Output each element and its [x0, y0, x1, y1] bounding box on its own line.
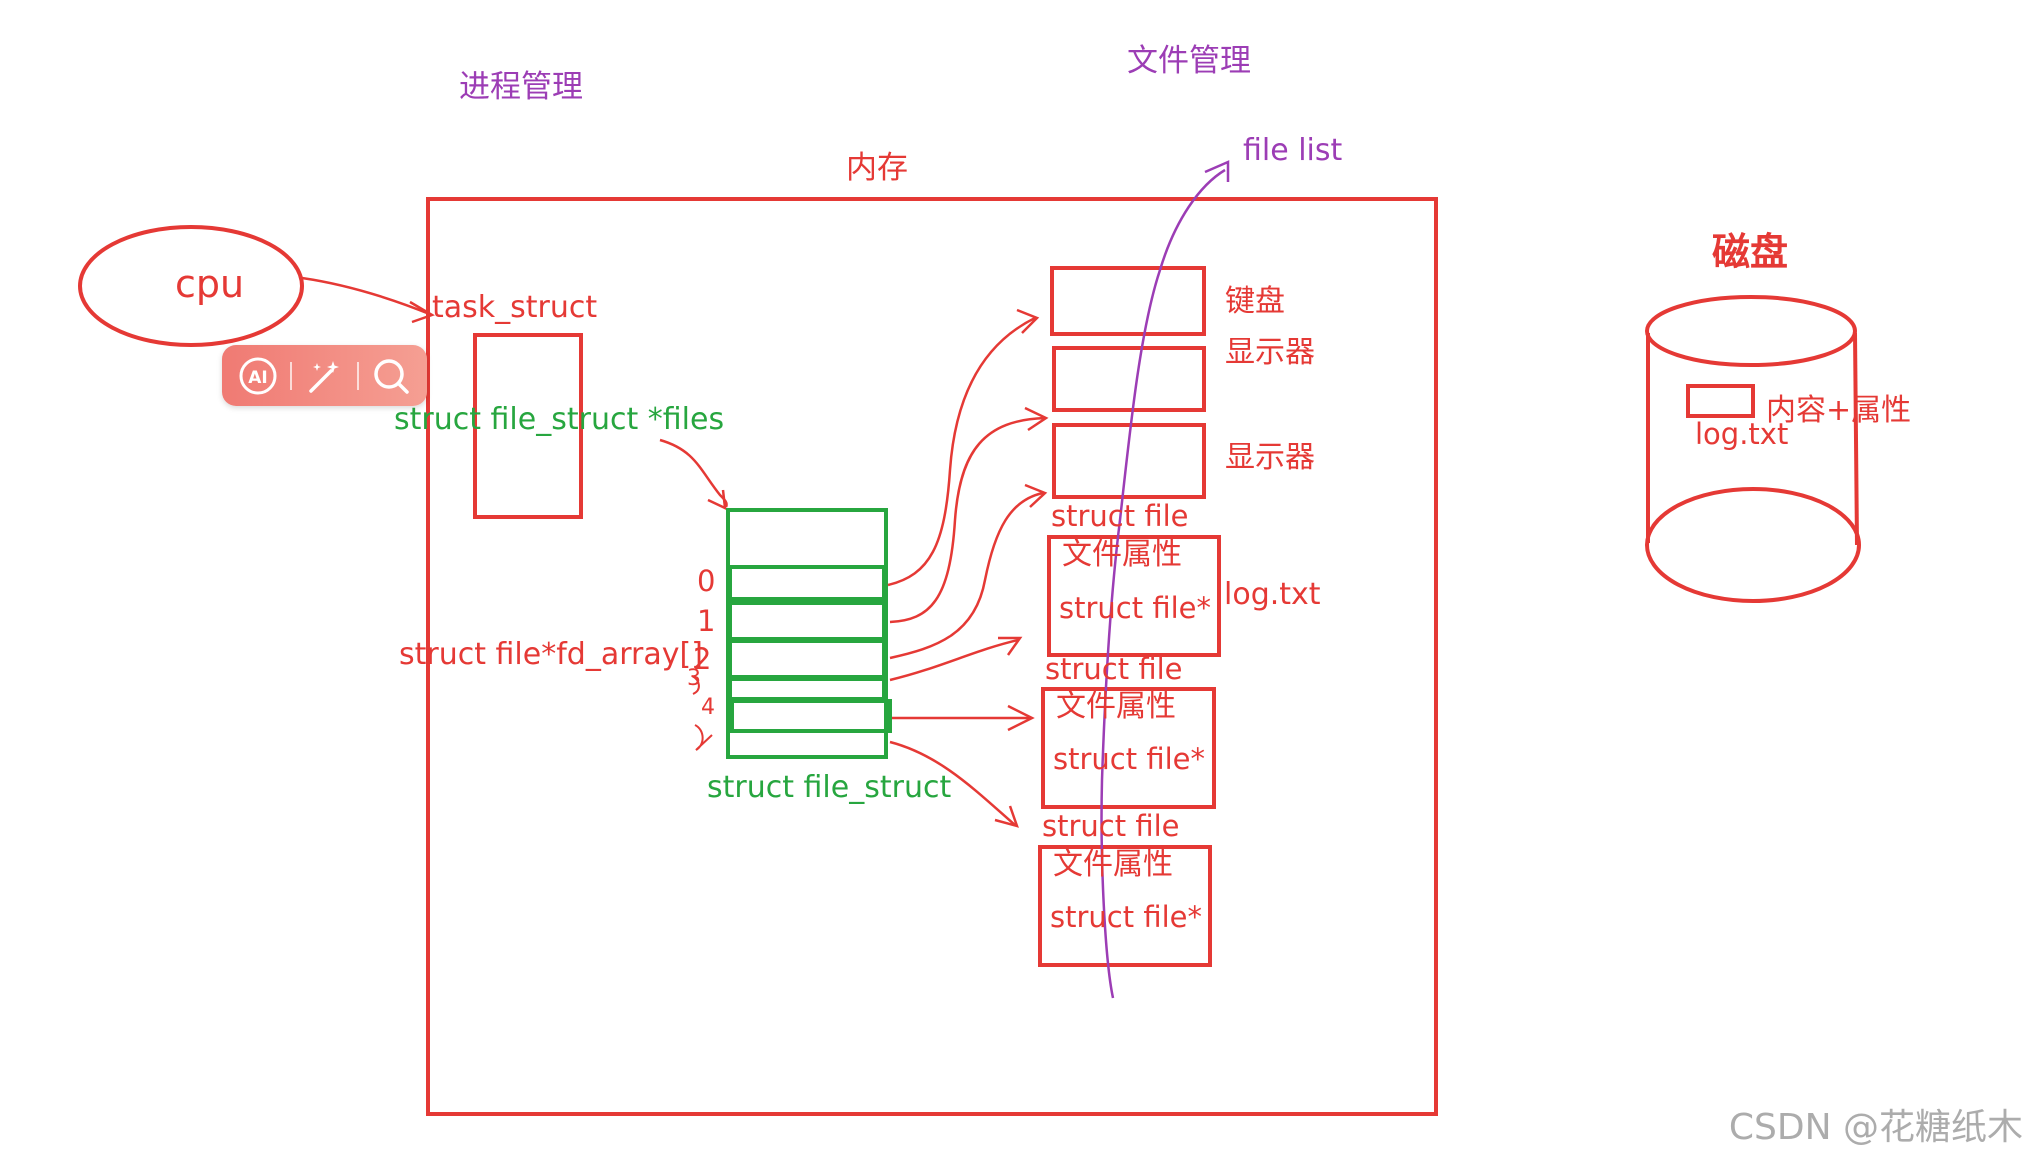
file-attr-label-1: 文件属性	[1062, 537, 1182, 572]
struct-file-box-2	[1041, 687, 1216, 809]
fd-bracket-mark	[691, 675, 713, 751]
search-icon[interactable]	[367, 352, 415, 400]
struct-file-ptr-1: struct file*	[1059, 591, 1211, 625]
fd-slot-4	[730, 699, 892, 733]
fd1-to-display1-arrow	[889, 416, 1046, 624]
fd-slot-3	[728, 677, 886, 701]
memory-box	[426, 197, 1438, 1116]
display2-label: 显示器	[1225, 440, 1315, 475]
fd2-to-display2-arrow	[889, 491, 1044, 660]
disk-right-side	[1853, 332, 1859, 546]
task-struct-label: task_struct	[432, 290, 598, 325]
memory-title: 内存	[846, 150, 908, 186]
display1-box	[1052, 346, 1206, 412]
file-struct-label: struct file_struct	[707, 770, 952, 805]
files-pointer-label: struct file_struct *files	[394, 402, 725, 437]
toolbar-separator-1	[290, 361, 293, 390]
disk-file-label: log.txt	[1695, 417, 1789, 451]
fd0-arrowhead	[1016, 308, 1040, 334]
struct-file-box-1	[1047, 535, 1221, 657]
fd0-to-keyboard-arrow	[887, 316, 1036, 587]
fd-table-outer	[726, 508, 888, 759]
file-management-title: 文件管理	[1127, 43, 1251, 79]
toolbar-separator-2	[356, 361, 359, 390]
fd-to-file3-arrow	[889, 740, 1016, 826]
file-list-line	[1100, 168, 1226, 999]
magic-wand-icon[interactable]	[300, 352, 348, 400]
struct-file-header-2: struct file	[1045, 652, 1183, 686]
files-to-fdtable-arrow	[659, 438, 728, 508]
fd2-arrowhead	[1024, 483, 1048, 508]
struct-file-box-3	[1038, 845, 1212, 967]
fd-index-3: 3	[687, 666, 701, 691]
logtxt-side-label: log.txt	[1224, 577, 1321, 612]
fd-index-0: 0	[697, 564, 716, 598]
fd1-arrowhead	[1024, 406, 1049, 432]
disk-title: 磁盘	[1712, 230, 1789, 274]
file-list-arrowhead	[1204, 160, 1230, 182]
fd4-arrowhead	[1007, 704, 1035, 732]
struct-file-ptr-2: struct file*	[1053, 742, 1205, 776]
cpu-to-task-arrow	[301, 276, 433, 317]
watermark: CSDN @花糖纸木	[1728, 1107, 2023, 1148]
files-to-fdtable-arrowhead	[707, 489, 727, 511]
ai-icon[interactable]: AI	[234, 352, 282, 400]
svg-text:AI: AI	[248, 368, 267, 388]
fd3-to-logtxt-arrow	[889, 638, 1019, 682]
fd-slot-1	[728, 601, 886, 641]
struct-file-header-3: struct file	[1042, 809, 1180, 843]
cpu-ellipse	[78, 225, 304, 347]
cpu-to-task-arrowhead	[409, 300, 435, 324]
fd-file3-arrowhead	[994, 805, 1019, 828]
fd3-arrowhead	[998, 636, 1023, 656]
fd-table	[726, 508, 892, 759]
file-attr-label-3: 文件属性	[1053, 847, 1173, 882]
keyboard-label: 键盘	[1225, 284, 1285, 319]
file-list-label: file list	[1243, 133, 1343, 168]
file-attr-label-2: 文件属性	[1056, 689, 1176, 724]
keyboard-box	[1050, 266, 1206, 336]
display1-label: 显示器	[1225, 335, 1315, 370]
disk-cylinder	[1645, 295, 1861, 603]
struct-file-ptr-3: struct file*	[1050, 900, 1202, 934]
fd-slot-0	[728, 565, 886, 601]
process-management-title: 进程管理	[459, 69, 583, 105]
disk-file-box	[1686, 384, 1755, 418]
fd-array-label: struct file*fd_array[]	[399, 637, 703, 672]
fd-slot-2	[728, 639, 886, 679]
floating-toolbar: AI	[222, 345, 427, 406]
fd-index-2: 2	[693, 642, 712, 676]
disk-bottom	[1645, 487, 1861, 603]
fd-index-1: 1	[697, 604, 716, 638]
disk-content-label: 内容+属性	[1766, 393, 1912, 428]
disk-top	[1645, 295, 1857, 367]
task-struct-box	[473, 333, 583, 519]
struct-file-header-1: struct file	[1051, 499, 1189, 533]
fd-index-4: 4	[701, 695, 715, 720]
display2-box	[1052, 423, 1206, 499]
cpu-label: cpu	[175, 262, 245, 306]
